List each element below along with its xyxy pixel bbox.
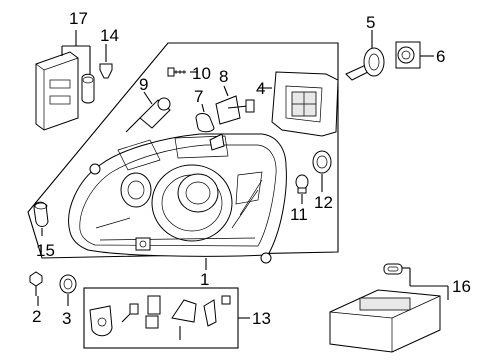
callout-1: 1 [200, 270, 209, 289]
part-12-bulb [312, 150, 332, 174]
part-2-bolt [29, 271, 43, 296]
callout-10: 10 [192, 64, 211, 83]
part-9-bulb [125, 97, 171, 133]
part-6-igniter [395, 41, 421, 69]
part-16-ballast [329, 263, 441, 353]
part-8-socket [215, 95, 255, 125]
callout-3: 3 [62, 309, 71, 328]
part-5-bulb [345, 47, 385, 81]
part-4-bracket [271, 71, 339, 137]
callout-12: 12 [314, 193, 333, 212]
callout-4: 4 [256, 79, 265, 98]
callout-7: 7 [194, 87, 203, 106]
part-7-bulb [195, 113, 215, 133]
part-11-bulb [295, 174, 309, 194]
callout-17: 17 [69, 9, 88, 28]
callout-16: 16 [452, 277, 471, 296]
callout-14: 14 [100, 26, 119, 45]
callout-13: 13 [252, 309, 271, 328]
headlamp-housing [68, 133, 287, 264]
part-15-cap [33, 201, 49, 227]
part-10-screw [167, 67, 186, 77]
callout-2: 2 [32, 307, 41, 326]
callout-8: 8 [219, 67, 228, 86]
part-3-nut [59, 274, 77, 294]
part-13-kit-parts [89, 295, 231, 340]
part-17-control-module [35, 51, 95, 131]
callout-6: 6 [436, 47, 445, 66]
leader-lines [37, 30, 449, 319]
part-14-clip [99, 63, 113, 79]
callout-9: 9 [139, 75, 148, 94]
callout-11: 11 [290, 205, 308, 224]
callout-15: 15 [36, 241, 55, 260]
callout-5: 5 [366, 13, 375, 32]
